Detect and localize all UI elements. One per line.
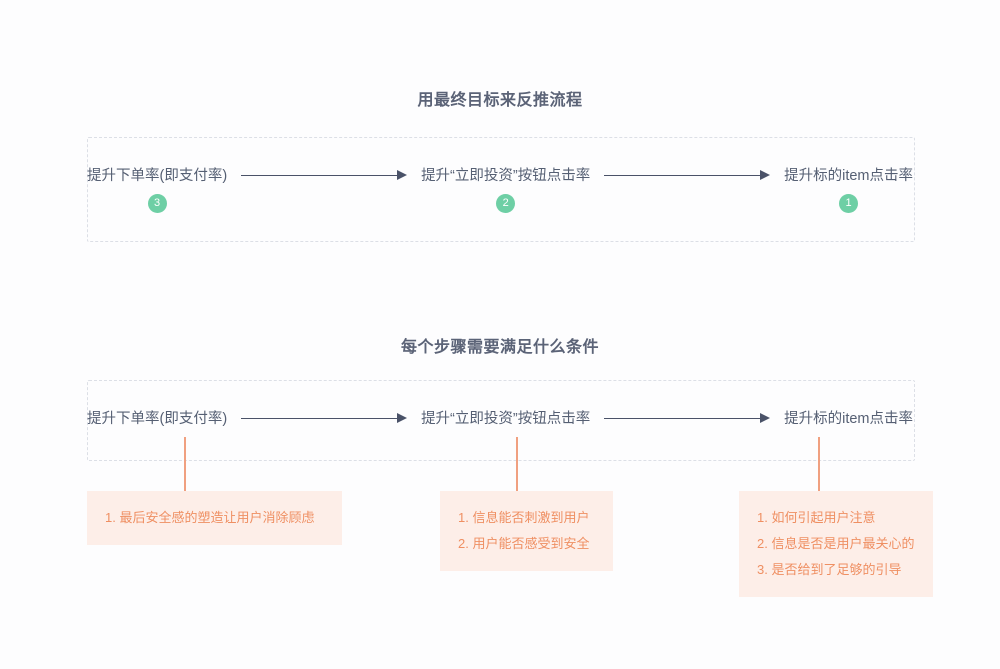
condition-box-1: 1. 最后安全感的塑造让用户消除顾虑 — [87, 491, 342, 545]
section-title-step-conditions: 每个步骤需要满足什么条件 — [400, 339, 599, 356]
condition-item: 1. 如何引起用户注意 — [757, 510, 876, 525]
arrow-head — [760, 413, 771, 424]
condition-node-step-3[interactable]: 提升下单率(即支付率) — [87, 409, 227, 429]
connector-line-3 — [818, 437, 820, 491]
condition-item: 2. 信息是否是用户最关心的 — [757, 536, 915, 551]
arrow-right-icon-4 — [604, 409, 771, 429]
goal-flow-panel — [87, 137, 915, 242]
arrow-shaft — [241, 175, 399, 177]
arrow-shaft — [241, 418, 399, 420]
flow-node-label: 提升标的item点击率 — [784, 168, 914, 184]
arrow-right-icon-3 — [241, 409, 408, 429]
condition-item: 3. 是否给到了足够的引导 — [757, 562, 902, 577]
flow-node-label: 提升标的item点击率 — [784, 411, 914, 427]
goal-flow-row: 提升下单率(即支付率) 3 提升“立即投资”按钮点击率 2 提升标的item点击… — [87, 166, 913, 213]
flow-node-step-2[interactable]: 提升“立即投资”按钮点击率 2 — [421, 166, 590, 213]
condition-node-step-1[interactable]: 提升标的item点击率 — [784, 409, 913, 429]
flow-node-step-1[interactable]: 提升标的item点击率 1 — [784, 166, 913, 213]
flow-node-label: 提升“立即投资”按钮点击率 — [421, 411, 591, 427]
connector-line-2 — [516, 437, 518, 491]
condition-box-2: 1. 信息能否刺激到用户 2. 用户能否感受到安全 — [440, 491, 613, 571]
condition-item: 1. 最后安全感的塑造让用户消除顾虑 — [105, 510, 315, 525]
arrow-head — [760, 170, 771, 181]
condition-item: 2. 用户能否感受到安全 — [458, 536, 590, 551]
flow-node-step-3[interactable]: 提升下单率(即支付率) 3 — [87, 166, 227, 213]
connector-line-1 — [184, 437, 186, 491]
step-conditions-panel — [87, 380, 915, 461]
flow-node-badge: 1 — [839, 194, 859, 213]
arrow-shaft — [604, 418, 762, 420]
flow-node-label: 提升下单率(即支付率) — [87, 168, 228, 184]
section-title-goal-flow: 用最终目标来反推流程 — [417, 92, 583, 109]
flow-node-badge: 3 — [147, 194, 167, 213]
flow-node-label: 提升“立即投资”按钮点击率 — [421, 168, 591, 184]
arrow-right-icon-2 — [604, 166, 771, 186]
condition-flow-row: 提升下单率(即支付率) 提升“立即投资”按钮点击率 提升标的item点击率 — [87, 409, 913, 429]
flow-node-label: 提升下单率(即支付率) — [87, 411, 228, 427]
arrow-right-icon-1 — [241, 166, 408, 186]
condition-node-step-2[interactable]: 提升“立即投资”按钮点击率 — [421, 409, 590, 429]
arrow-shaft — [604, 175, 762, 177]
arrow-head — [397, 413, 408, 424]
flow-node-badge: 2 — [496, 194, 516, 213]
arrow-head — [397, 170, 408, 181]
condition-item: 1. 信息能否刺激到用户 — [458, 510, 590, 525]
condition-box-3: 1. 如何引起用户注意 2. 信息是否是用户最关心的 3. 是否给到了足够的引导 — [739, 491, 933, 597]
